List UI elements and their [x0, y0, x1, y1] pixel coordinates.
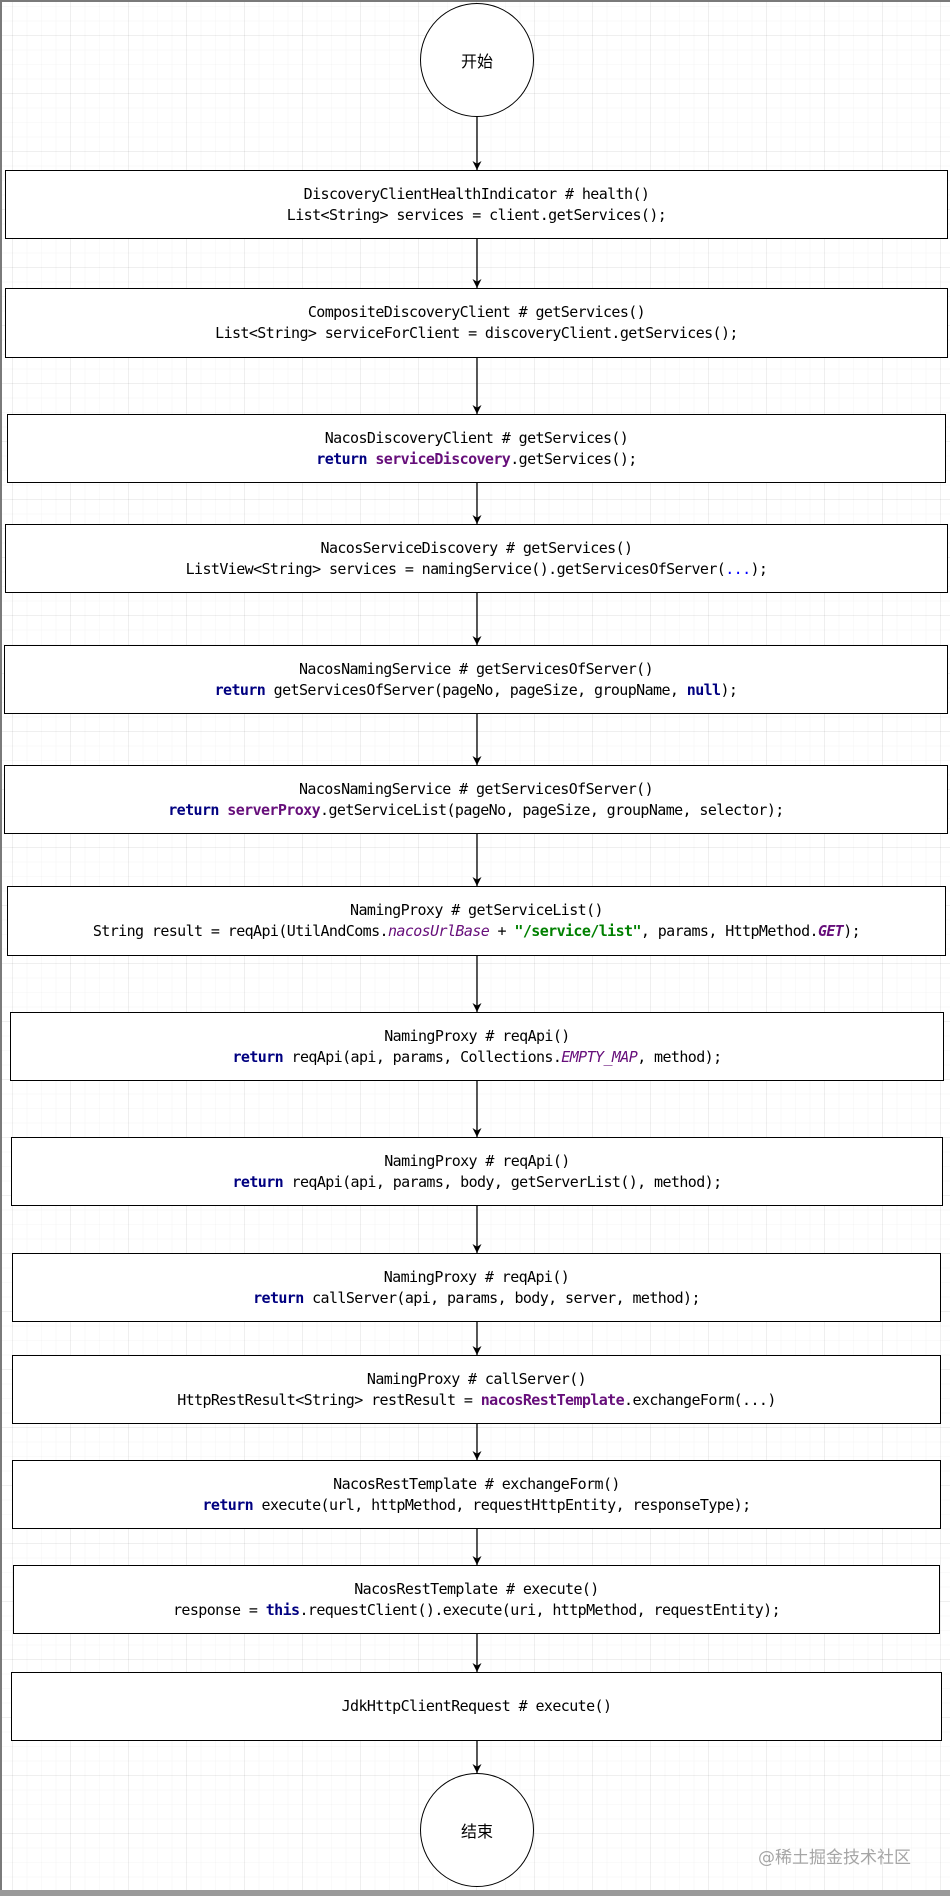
code-token: reqApi(api, params, Collections. — [283, 1047, 562, 1066]
step-code: ListView<String> services = namingServic… — [186, 559, 768, 580]
flow-step[interactable]: NamingProxy # getServiceList() String res… — [7, 886, 946, 956]
step-title: NamingProxy # callServer() — [366, 1369, 587, 1388]
start-node[interactable]: 开始 — [420, 3, 534, 117]
code-token-static: EMPTY_MAP — [561, 1047, 638, 1066]
frame-border-left — [0, 0, 2, 1890]
step-title: NacosRestTemplate # exchangeForm() — [333, 1474, 620, 1493]
code-token-static: nacosUrlBase — [387, 922, 490, 940]
code-token-str: "/service/list" — [514, 922, 641, 940]
step-title: NacosNamingService # getServicesOfServer… — [298, 659, 654, 678]
step-code: return serverProxy.getServiceList(pageNo… — [168, 800, 784, 821]
step-title: DiscoveryClientHealthIndicator # health(… — [303, 184, 650, 203]
start-label: 开始 — [460, 52, 493, 71]
step-code: return execute(url, httpMethod, requestH… — [202, 1495, 752, 1516]
code-token-kw: return — [214, 680, 266, 699]
step-title: NamingProxy # getServiceList() — [350, 901, 604, 919]
flow-step[interactable]: NacosRestTemplate # execute() response = … — [13, 1565, 940, 1634]
flow-step[interactable]: NamingProxy # reqApi() return reqApi(api,… — [10, 1012, 944, 1081]
end-node[interactable]: 结束 — [420, 1773, 534, 1887]
code-token: callServer(api, params, body, server, me… — [303, 1288, 700, 1307]
code-token-kw: null — [686, 680, 721, 699]
code-token-kw: return — [316, 449, 367, 468]
flow-step[interactable]: NamingProxy # reqApi() return callServer(… — [12, 1253, 941, 1322]
code-token: List<String> serviceForClient = discover… — [215, 324, 738, 342]
code-token-staticb: GET — [817, 922, 844, 940]
code-token-kw: return — [232, 1172, 284, 1191]
code-token: ); — [720, 680, 738, 699]
flow-step[interactable]: NacosNamingService # getServicesOfServer… — [4, 765, 948, 834]
code-token: .exchangeForm(...) — [624, 1390, 776, 1409]
code-token-kw: return — [253, 1288, 304, 1307]
step-title: JdkHttpClientRequest # execute() — [341, 1697, 612, 1715]
flow-step[interactable]: JdkHttpClientRequest # execute() — [11, 1672, 942, 1741]
code-token: , method); — [637, 1047, 722, 1066]
step-code: response = this.requestClient().execute(… — [172, 1600, 781, 1621]
flow-step[interactable]: CompositeDiscoveryClient # getServices()… — [5, 288, 948, 358]
code-token: .getServices(); — [510, 449, 637, 468]
step-title: NamingProxy # reqApi() — [384, 1151, 570, 1170]
flow-step[interactable]: NamingProxy # reqApi() return reqApi(api,… — [11, 1137, 943, 1206]
frame-border-bottom — [0, 1890, 950, 1896]
step-title: CompositeDiscoveryClient # getServices() — [307, 303, 646, 321]
step-title: NacosRestTemplate # execute() — [354, 1579, 599, 1598]
code-token: .requestClient().execute(uri, httpMethod… — [299, 1600, 781, 1619]
code-token: + — [489, 922, 515, 940]
code-token: ); — [843, 922, 861, 940]
flow-step[interactable]: NacosRestTemplate # exchangeForm() return… — [12, 1460, 941, 1529]
code-token: ListView<String> services = namingServic… — [185, 559, 726, 578]
step-code: String result = reqApi(UtilAndComs.nacos… — [92, 921, 861, 942]
step-code: List<String> serviceForClient = discover… — [215, 323, 738, 344]
step-code: return reqApi(api, params, Collections.E… — [232, 1047, 722, 1068]
flow-step[interactable]: NacosServiceDiscovery # getServices() Lis… — [5, 524, 948, 593]
flow-step[interactable]: NacosNamingService # getServicesOfServer… — [4, 645, 948, 714]
code-token-kw: return — [232, 1047, 284, 1066]
end-label: 结束 — [460, 1822, 493, 1841]
flow-step[interactable]: NamingProxy # callServer() HttpRestResult… — [12, 1355, 941, 1424]
code-token: HttpRestResult<String> restResult = — [177, 1390, 481, 1409]
frame-border-top — [0, 0, 950, 2]
code-token-num: ... — [725, 559, 751, 578]
code-token: execute(url, httpMethod, requestHttpEnti… — [253, 1495, 752, 1514]
code-token-field: nacosRestTemplate — [480, 1390, 625, 1409]
step-code: List<String> services = client.getServic… — [286, 205, 667, 226]
code-token: List<String> services = client.getServic… — [286, 205, 667, 224]
code-token-kw: this — [265, 1600, 300, 1619]
code-token: response = — [172, 1600, 266, 1619]
flow-step[interactable]: NacosDiscoveryClient # getServices() retu… — [7, 414, 946, 483]
step-code: return getServicesOfServer(pageNo, pageS… — [215, 680, 738, 701]
flow-step[interactable]: DiscoveryClientHealthIndicator # health(… — [5, 170, 948, 239]
code-token-kw: return — [168, 800, 219, 819]
code-token-field: serviceDiscovery — [375, 449, 511, 468]
watermark: @稀土掘金技术社区 — [758, 1848, 911, 1868]
step-title: NamingProxy # reqApi() — [384, 1026, 570, 1045]
code-token-field: serverProxy — [227, 800, 321, 819]
step-code: return callServer(api, params, body, ser… — [253, 1288, 700, 1309]
code-token: , params, HttpMethod. — [640, 922, 819, 940]
code-token: String result = reqApi(UtilAndComs. — [92, 922, 389, 940]
step-code: return reqApi(api, params, body, getServ… — [232, 1172, 723, 1193]
code-token: ); — [750, 559, 768, 578]
step-title: NacosNamingService # getServicesOfServer… — [298, 779, 654, 798]
code-token: reqApi(api, params, body, getServerList(… — [283, 1172, 723, 1191]
step-title: NacosServiceDiscovery # getServices() — [320, 538, 634, 557]
step-title: NamingProxy # reqApi() — [383, 1267, 570, 1286]
code-token-kw: return — [202, 1495, 254, 1514]
step-title: NacosDiscoveryClient # getServices() — [324, 428, 629, 447]
code-token: .getServiceList(pageNo, pageSize, groupN… — [320, 800, 784, 819]
step-code: return serviceDiscovery.getServices(); — [316, 449, 637, 470]
code-token: getServicesOfServer(pageNo, pageSize, gr… — [265, 680, 687, 699]
step-code: HttpRestResult<String> restResult = naco… — [177, 1390, 776, 1411]
